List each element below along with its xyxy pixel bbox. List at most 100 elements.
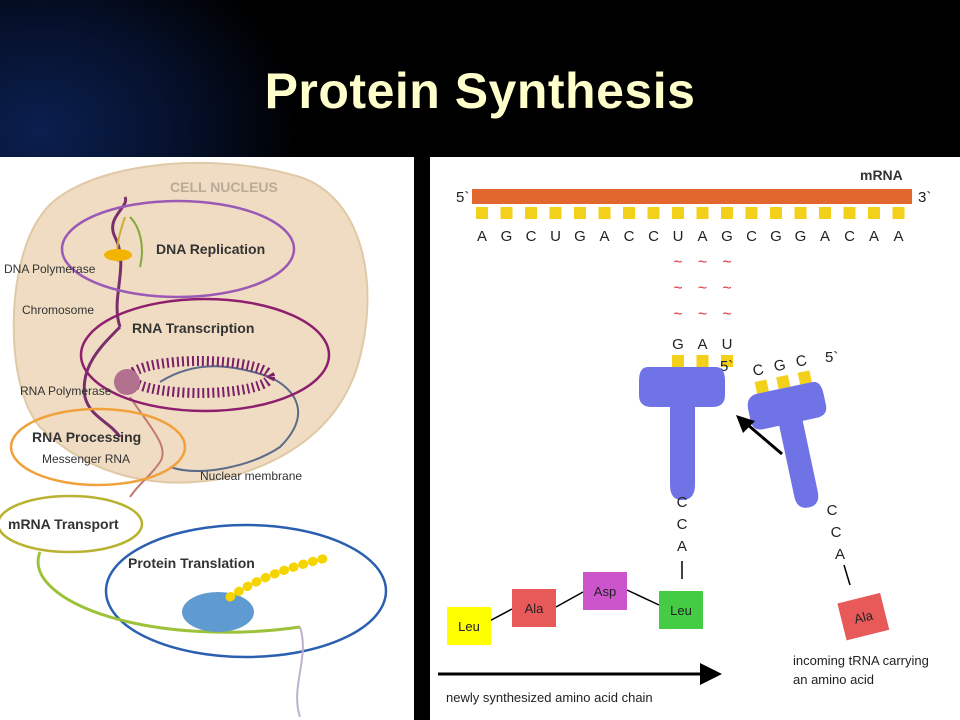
incoming-acceptor-base-1: C	[831, 524, 842, 541]
mrna-base-2: C	[526, 228, 537, 245]
bound-anticodon-block-0	[672, 355, 684, 367]
mrna-base-block-8	[672, 207, 684, 219]
amino-acid-chain: Leu Ala Asp Leu	[447, 572, 703, 645]
mrna-base-1: G	[501, 228, 513, 245]
mrna-base-block-5	[598, 207, 611, 219]
incoming-acceptor-base-2: A	[835, 546, 845, 563]
pairing-mark-2-2: ~	[722, 306, 731, 323]
rna-processing-label: RNA Processing	[32, 429, 141, 445]
mrna-transport-label: mRNA Transport	[8, 516, 119, 532]
incoming-anticodon-base-2: C	[794, 352, 808, 371]
incoming-acceptor: CCA	[827, 502, 845, 563]
cell-nucleus-diagram: CELL NUCLEUS DNA Replication RNA Transcr…	[0, 161, 388, 718]
rna-transcription-ring	[79, 297, 331, 413]
bound-trna-body	[639, 367, 725, 500]
incoming-acceptor-base-0: C	[827, 502, 838, 519]
mrna-base-block-15	[843, 207, 856, 219]
mrna-base-block-13	[794, 207, 807, 219]
pairing-mark-0-0: ~	[673, 254, 682, 271]
mrna-base-13: G	[795, 228, 807, 245]
mrna-base-17: A	[893, 228, 903, 245]
incoming-trna-body	[747, 381, 827, 508]
bound-trna-five-prime: 5`	[720, 358, 733, 375]
mrna-base-11: C	[746, 228, 757, 245]
bound-anticodon-block-1	[696, 355, 709, 367]
incoming-anticodon-block-1	[776, 374, 791, 390]
ribosome	[182, 592, 254, 632]
mrna-base-block-7	[647, 207, 660, 219]
mrna-base-block-2	[525, 207, 537, 219]
pairing-mark-1-1: ~	[698, 280, 707, 297]
mrna-base-6: C	[624, 228, 635, 245]
rna-polymerase-label: RNA Polymerase	[20, 384, 112, 398]
amino-acid-3	[659, 591, 703, 629]
mrna-transport-ring	[0, 494, 144, 554]
chromosome-label: Chromosome	[22, 303, 94, 317]
mrna-base-block-6	[623, 207, 635, 219]
pairing-mark-1-2: ~	[698, 306, 707, 323]
approach-arrow	[747, 423, 783, 456]
dna-polymerase-label: DNA Polymerase	[4, 262, 96, 276]
pairing-mark-0-2: ~	[673, 306, 682, 323]
rna-transcription-label: RNA Transcription	[132, 320, 254, 336]
codon-pairing-marks: ~~~~~~~~~	[673, 254, 731, 323]
protein-translation-label: Protein Translation	[128, 555, 255, 571]
incoming-amino-acid-label: Ala	[853, 607, 876, 626]
mrna-base-8: U	[673, 228, 684, 245]
nucleus-label: CELL NUCLEUS	[170, 179, 278, 195]
mrna-base-block-12	[770, 207, 782, 219]
mrna-base-5: A	[599, 228, 609, 245]
incoming-trna-five-prime: 5`	[825, 349, 838, 366]
bound-anticodon-base-2: U	[722, 336, 733, 353]
rna-polymerase-enzyme	[114, 369, 140, 395]
nucleus-body	[12, 161, 369, 484]
mrna-base-16: A	[869, 228, 879, 245]
amino-acid-2	[583, 572, 627, 610]
mrna-base-15: C	[844, 228, 855, 245]
incoming-caption-line-1: incoming tRNA carrying	[793, 653, 929, 668]
pairing-mark-0-1: ~	[673, 280, 682, 297]
amino-acid-2-label: Asp	[594, 584, 616, 599]
dna-polymerase-enzyme	[104, 249, 132, 261]
incoming-anticodon-block-2	[797, 370, 812, 385]
rna-processing-ring	[9, 407, 187, 487]
incoming-amino-acid	[837, 592, 890, 641]
mrna-base-block-16	[868, 207, 880, 219]
chain-caption: newly synthesized amino acid chain	[446, 690, 653, 705]
mrna-base-block-9	[696, 207, 709, 219]
polypeptide-chain	[225, 552, 335, 602]
amino-acid-3-label: Leu	[670, 603, 692, 618]
mrna-base-block-17	[892, 207, 905, 219]
cytoplasm-mrna	[36, 551, 301, 634]
pairing-mark-2-0: ~	[722, 254, 731, 271]
bound-acceptor-base-2: A	[677, 538, 687, 555]
amino-acid-0	[447, 607, 491, 645]
mrna-base-7: C	[648, 228, 659, 245]
mrna-base-0: A	[477, 228, 487, 245]
incoming-anticodon-base-0: C	[751, 361, 765, 380]
messenger-rna-label: Messenger RNA	[42, 452, 130, 466]
mrna-base-block-10	[721, 207, 733, 219]
mrna-base-14: A	[820, 228, 830, 245]
mrna-five-prime: 5`	[456, 189, 469, 206]
nuclear-membrane-label: Nuclear membrane	[200, 469, 302, 483]
bound-acceptor-base-0: C	[677, 494, 688, 511]
mrna-base-block-0	[476, 207, 488, 219]
mrna-three-prime: 3`	[918, 189, 931, 206]
cell-nucleus-panel: CELL NUCLEUS DNA Replication RNA Transcr…	[0, 157, 414, 720]
protein-translation-ring	[104, 523, 388, 659]
mrna-base-4: G	[574, 228, 586, 245]
bound-anticodon-block-2	[721, 355, 733, 367]
mrna-bar	[472, 189, 912, 204]
incoming-caption-line-2: an amino acid	[793, 672, 874, 687]
slide-title: Protein Synthesis	[264, 63, 696, 119]
dna-replication-label: DNA Replication	[156, 241, 265, 257]
bound-acceptor-base-1: C	[677, 516, 688, 533]
amino-acid-0-label: Leu	[458, 619, 480, 634]
